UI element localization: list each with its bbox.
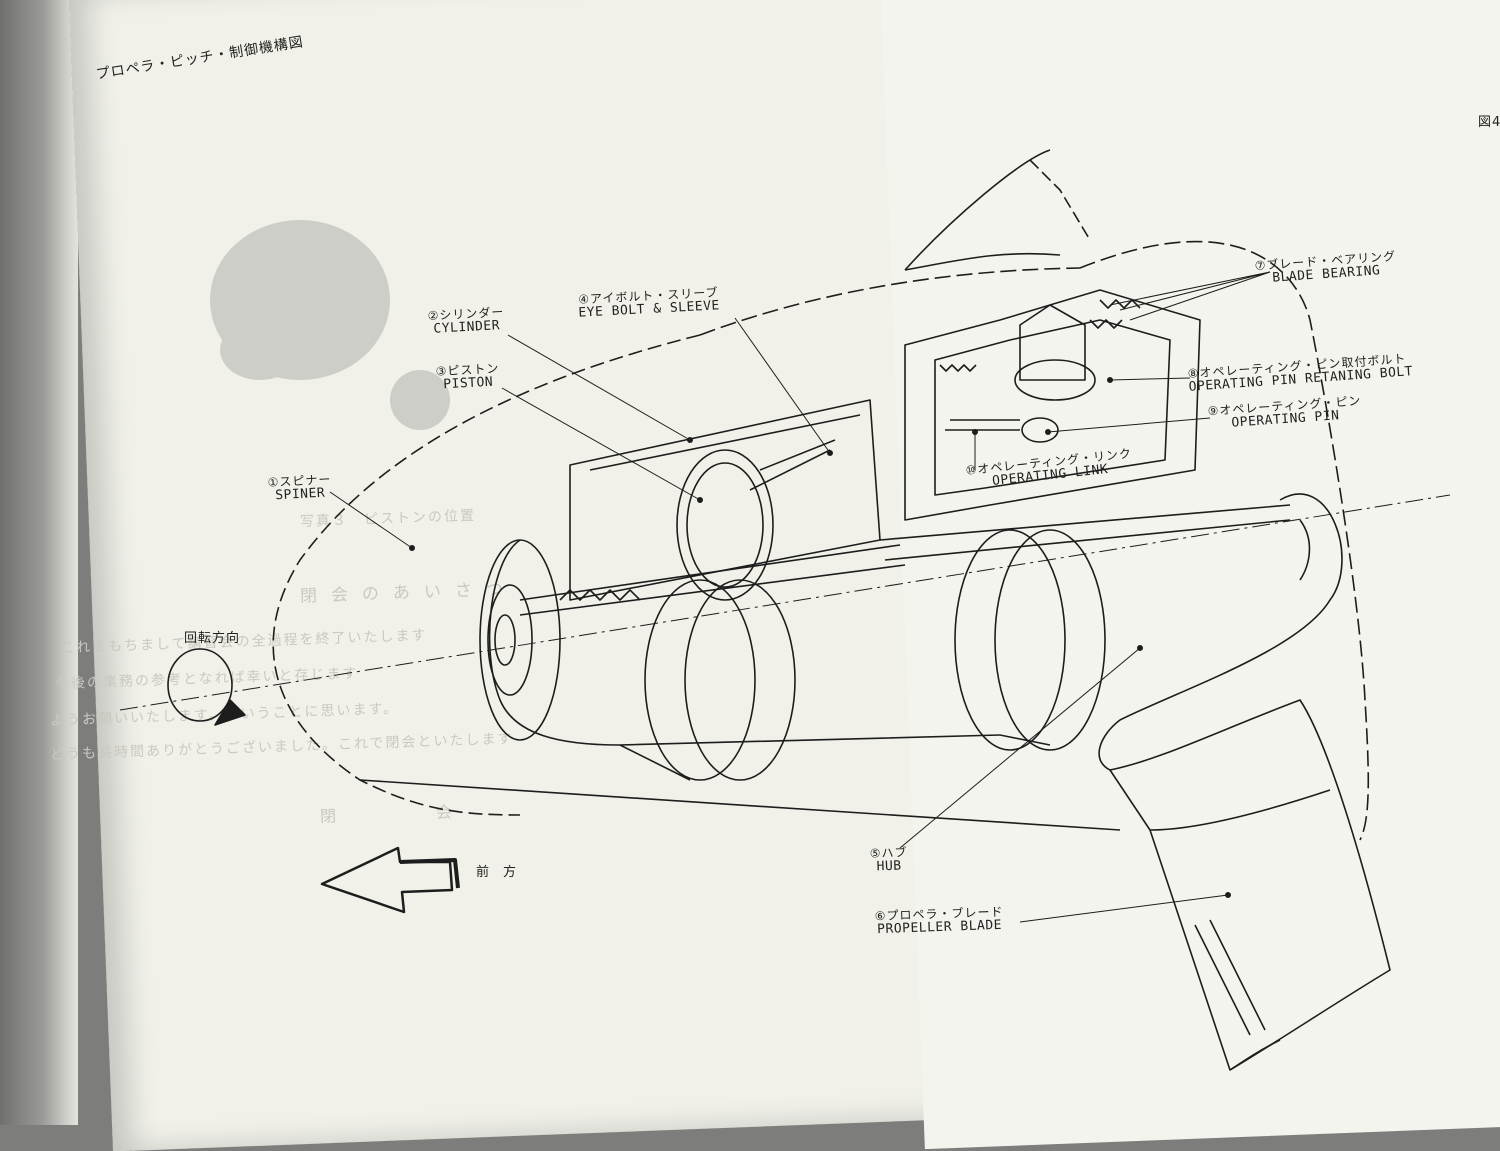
operating-link — [945, 419, 1020, 431]
label-hub: ⑤ハブ HUB — [870, 845, 909, 875]
hub-ring — [644, 579, 756, 781]
forward-arrow — [320, 846, 454, 914]
label-piston-en: PISTON — [442, 374, 494, 392]
bleed-through-photo — [210, 220, 450, 430]
label-propeller-blade: ⑥プロペラ・ブレード PROPELLER BLADE — [875, 905, 1005, 937]
blade-bearing-teeth — [1089, 299, 1141, 329]
rotation-arrow — [167, 648, 246, 726]
label-spinner: ①スピナー SPINER — [267, 472, 332, 503]
label-hub-en: HUB — [876, 858, 902, 875]
axis-centerline — [119, 494, 1451, 711]
spinner-rear-dashed — [1079, 240, 1370, 841]
label-piston: ③ピストン PISTON — [435, 361, 500, 392]
label-cylinder: ②シリンダー CYLINDER — [427, 305, 505, 336]
label-spinner-en: SPINER — [274, 485, 326, 503]
blade-tip-top — [904, 149, 1061, 271]
cylinder-front-face — [479, 539, 561, 741]
propeller-blade — [1098, 493, 1343, 771]
operating-pin — [1021, 417, 1059, 443]
book-spine-edge — [0, 0, 78, 1125]
leader-lines — [329, 271, 1271, 923]
inner-shaft — [519, 544, 906, 616]
spinner-outline — [272, 334, 701, 816]
propeller-pitch-diagram — [119, 149, 1451, 1071]
spinner-lower-line — [359, 779, 1121, 831]
cylinder-body — [488, 539, 1001, 746]
hub-ring — [954, 529, 1066, 751]
rotation-direction-label: 回転方向 — [184, 631, 241, 646]
forward-label: 前方 — [476, 865, 531, 880]
figure-number: 図4 — [1478, 115, 1500, 130]
hub-shaft — [879, 504, 1291, 561]
spinner-outline — [699, 267, 1081, 336]
bearing-housing — [904, 289, 1201, 521]
piston-rod — [749, 439, 836, 491]
